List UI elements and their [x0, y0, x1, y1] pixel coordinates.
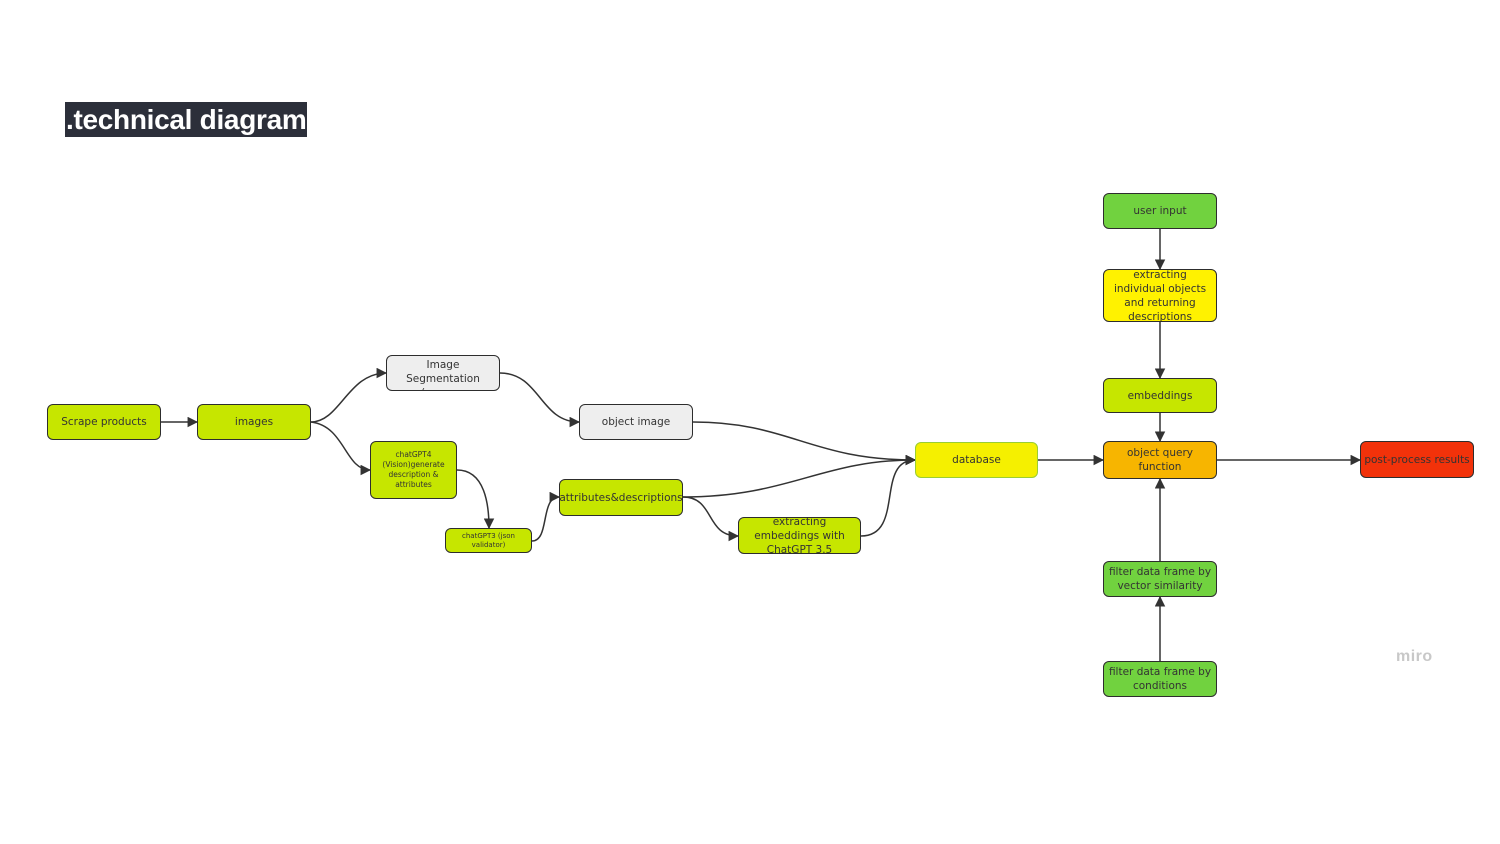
node-label: Image Segmentation (remove background,	[406, 359, 480, 390]
node-label: extracting embeddings with ChatGPT 3.5	[754, 517, 845, 554]
node-object-query-function[interactable]: object query function	[1103, 441, 1217, 479]
edge-embeddings-to-database	[860, 454, 917, 537]
node-extracting-embeddings[interactable]: extracting embeddings with ChatGPT 3.5	[738, 517, 861, 554]
node-label: attributes&descriptions	[559, 491, 683, 504]
node-filter-conditions[interactable]: filter data frame by conditions	[1103, 661, 1217, 697]
node-label: filter data frame by conditions	[1108, 666, 1212, 692]
edge-attributes-to-database	[682, 454, 917, 498]
node-label: filter data frame by vector similarity	[1108, 566, 1212, 592]
node-label: embeddings	[1127, 389, 1193, 402]
edge-attributes-to-embeddings	[682, 496, 740, 542]
node-label: extracting individual objects and return…	[1113, 269, 1207, 322]
node-image-segmentation[interactable]: Image Segmentation (remove background,	[386, 355, 500, 391]
node-user-input[interactable]: user input	[1103, 193, 1217, 229]
edge-images-to-segmentation	[310, 367, 388, 423]
node-chatgpt3[interactable]: chatGPT3 (json validator)	[445, 528, 532, 553]
edge-images-to-chatgpt4	[310, 421, 372, 476]
node-label: Scrape products	[61, 416, 147, 428]
node-label: database	[952, 454, 1001, 466]
page-title: .technical diagram	[65, 102, 308, 137]
node-embeddings[interactable]: embeddings	[1103, 378, 1217, 413]
node-label: chatGPT4 (Vision)generate description & …	[382, 450, 445, 489]
node-label: object query function	[1126, 447, 1193, 473]
node-chatgpt4[interactable]: chatGPT4 (Vision)generate description & …	[370, 441, 457, 499]
node-images[interactable]: images	[197, 404, 311, 440]
node-extracting-objects[interactable]: extracting individual objects and return…	[1103, 269, 1217, 322]
node-label: chatGPT3 (json validator)	[462, 531, 515, 549]
node-database[interactable]: database	[915, 442, 1038, 478]
edge-chatgpt3-to-attributes	[531, 491, 561, 542]
node-label: object image	[601, 416, 671, 428]
edge-segmentation-to-object-image	[499, 372, 581, 428]
node-label: post-process results	[1364, 453, 1470, 466]
miro-watermark: miro	[1396, 648, 1433, 665]
node-label: images	[234, 416, 274, 428]
node-filter-vector-similarity[interactable]: filter data frame by vector similarity	[1103, 561, 1217, 597]
node-scrape-products[interactable]: Scrape products	[47, 404, 161, 440]
edge-object-image-to-database	[692, 421, 917, 466]
node-attributes-descriptions[interactable]: attributes&descriptions	[559, 479, 683, 516]
node-label: user input	[1133, 205, 1187, 217]
edge-chatgpt4-to-chatgpt3	[456, 469, 495, 530]
node-object-image[interactable]: object image	[579, 404, 693, 440]
node-post-process-results[interactable]: post-process results	[1360, 441, 1474, 478]
